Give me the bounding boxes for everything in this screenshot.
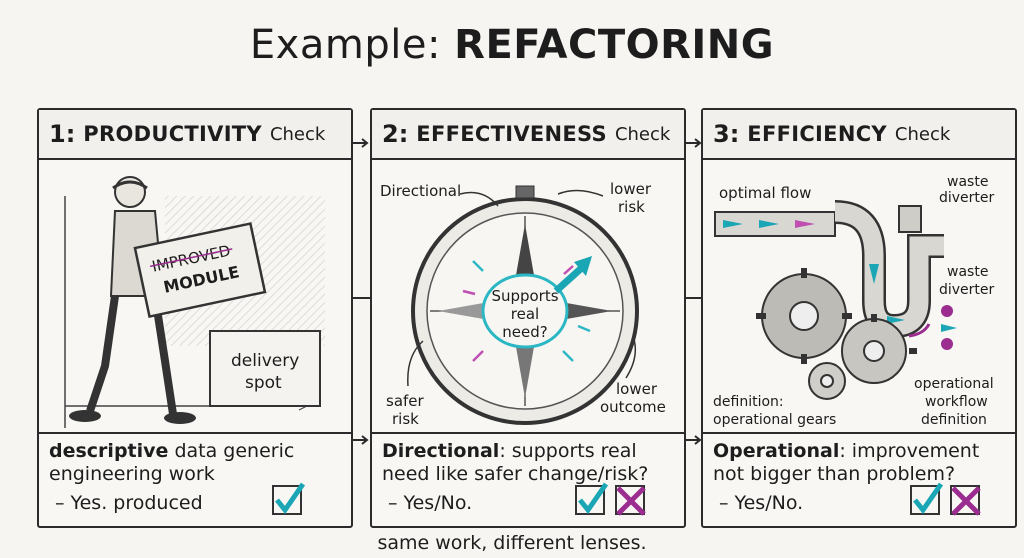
- waste-diverter-top-2: diverter: [939, 190, 995, 206]
- panel-name: PRODUCTIVITY: [83, 122, 262, 146]
- footer-caption: same work, different lenses.: [377, 532, 647, 554]
- productivity-description: descriptive data generic engineering wor…: [49, 440, 347, 486]
- page-title: Example: REFACTORING: [0, 22, 1024, 68]
- operational-label-1: operational: [914, 376, 994, 392]
- lower-outcome-label-1: lower: [616, 380, 658, 398]
- effectiveness-panel: 2: EFFECTIVENESS Check Supports real nee…: [370, 108, 686, 528]
- title-prefix: Example:: [249, 22, 441, 68]
- spot-label: spot: [245, 373, 282, 393]
- cross-icon: [950, 485, 981, 516]
- efficiency-panel: 3: EFFICIENCY Check: [701, 108, 1017, 528]
- desc-rest: : supports real need like safer change/r…: [382, 440, 649, 485]
- directional-label: Directional: [380, 182, 461, 200]
- desc-bold: descriptive: [49, 440, 169, 462]
- productivity-header: 1: PRODUCTIVITY Check: [39, 110, 351, 160]
- effectiveness-header: 2: EFFECTIVENESS Check: [372, 110, 684, 160]
- delivery-label: delivery: [231, 351, 299, 371]
- panel-number: 3:: [713, 120, 740, 148]
- panel-name: EFFECTIVENESS: [416, 122, 607, 146]
- checkmark-icon: [910, 482, 943, 515]
- efficiency-marks: [909, 482, 983, 516]
- panel-check-label: Check: [894, 123, 951, 145]
- effectiveness-marks: [574, 482, 648, 516]
- definition-label-2: operational gears: [713, 412, 836, 428]
- productivity-marks: [271, 482, 305, 516]
- productivity-panel: 1: PRODUCTIVITY Check: [37, 108, 353, 528]
- waste-diverter-top-1: waste: [947, 174, 988, 190]
- divider: [372, 432, 684, 434]
- operational-label-3: definition: [921, 412, 987, 428]
- panel-number: 1:: [49, 120, 76, 148]
- operational-label-2: workflow: [925, 394, 988, 410]
- desc-bold: Operational: [713, 440, 840, 462]
- center-label-1: Supports: [491, 287, 558, 305]
- lower-risk-label-2: risk: [618, 198, 645, 216]
- panel-number: 2:: [382, 120, 409, 148]
- optimal-flow-label: optimal flow: [719, 184, 811, 202]
- productivity-answer: – Yes. produced: [55, 492, 203, 514]
- center-label-2: real: [511, 305, 539, 323]
- efficiency-header: 3: EFFICIENCY Check: [703, 110, 1015, 160]
- worker-illustration: IMPROVED MODULE delivery spot: [45, 166, 345, 436]
- desc-rest: data generic engineering work: [49, 440, 295, 485]
- definition-label-1: definition:: [713, 394, 784, 410]
- efficiency-description: Operational: improvement not bigger than…: [713, 440, 1011, 486]
- checkmark-icon: [272, 482, 305, 515]
- checkmark-icon: [575, 482, 608, 515]
- panel-check-label: Check: [614, 123, 671, 145]
- panel-check-label: Check: [269, 123, 326, 145]
- waste-diverter-mid-1: waste: [947, 264, 988, 280]
- title-main: REFACTORING: [454, 22, 775, 68]
- effectiveness-answer: – Yes/No.: [388, 492, 473, 514]
- cross-icon: [615, 485, 646, 516]
- desc-bold: Directional: [382, 440, 500, 462]
- effectiveness-description: Directional: supports real need like saf…: [382, 440, 680, 486]
- panel-name: EFFICIENCY: [747, 122, 887, 146]
- lower-outcome-label-2: outcome: [600, 398, 666, 416]
- efficiency-answer: – Yes/No.: [719, 492, 804, 514]
- divider: [703, 432, 1015, 434]
- compass-illustration: Supports real need? Directional lower ri…: [378, 166, 678, 436]
- waste-diverter-mid-2: diverter: [939, 282, 995, 298]
- desc-rest: : improvement not bigger than problem?: [713, 440, 980, 485]
- center-label-3: need?: [502, 323, 547, 341]
- lower-risk-label-1: lower: [610, 180, 652, 198]
- safer-risk-label: risk: [392, 410, 419, 428]
- divider: [39, 432, 351, 434]
- pipes-gears-illustration: optimal flow waste diverter waste divert…: [709, 166, 1009, 436]
- safer-label: safer: [386, 392, 425, 410]
